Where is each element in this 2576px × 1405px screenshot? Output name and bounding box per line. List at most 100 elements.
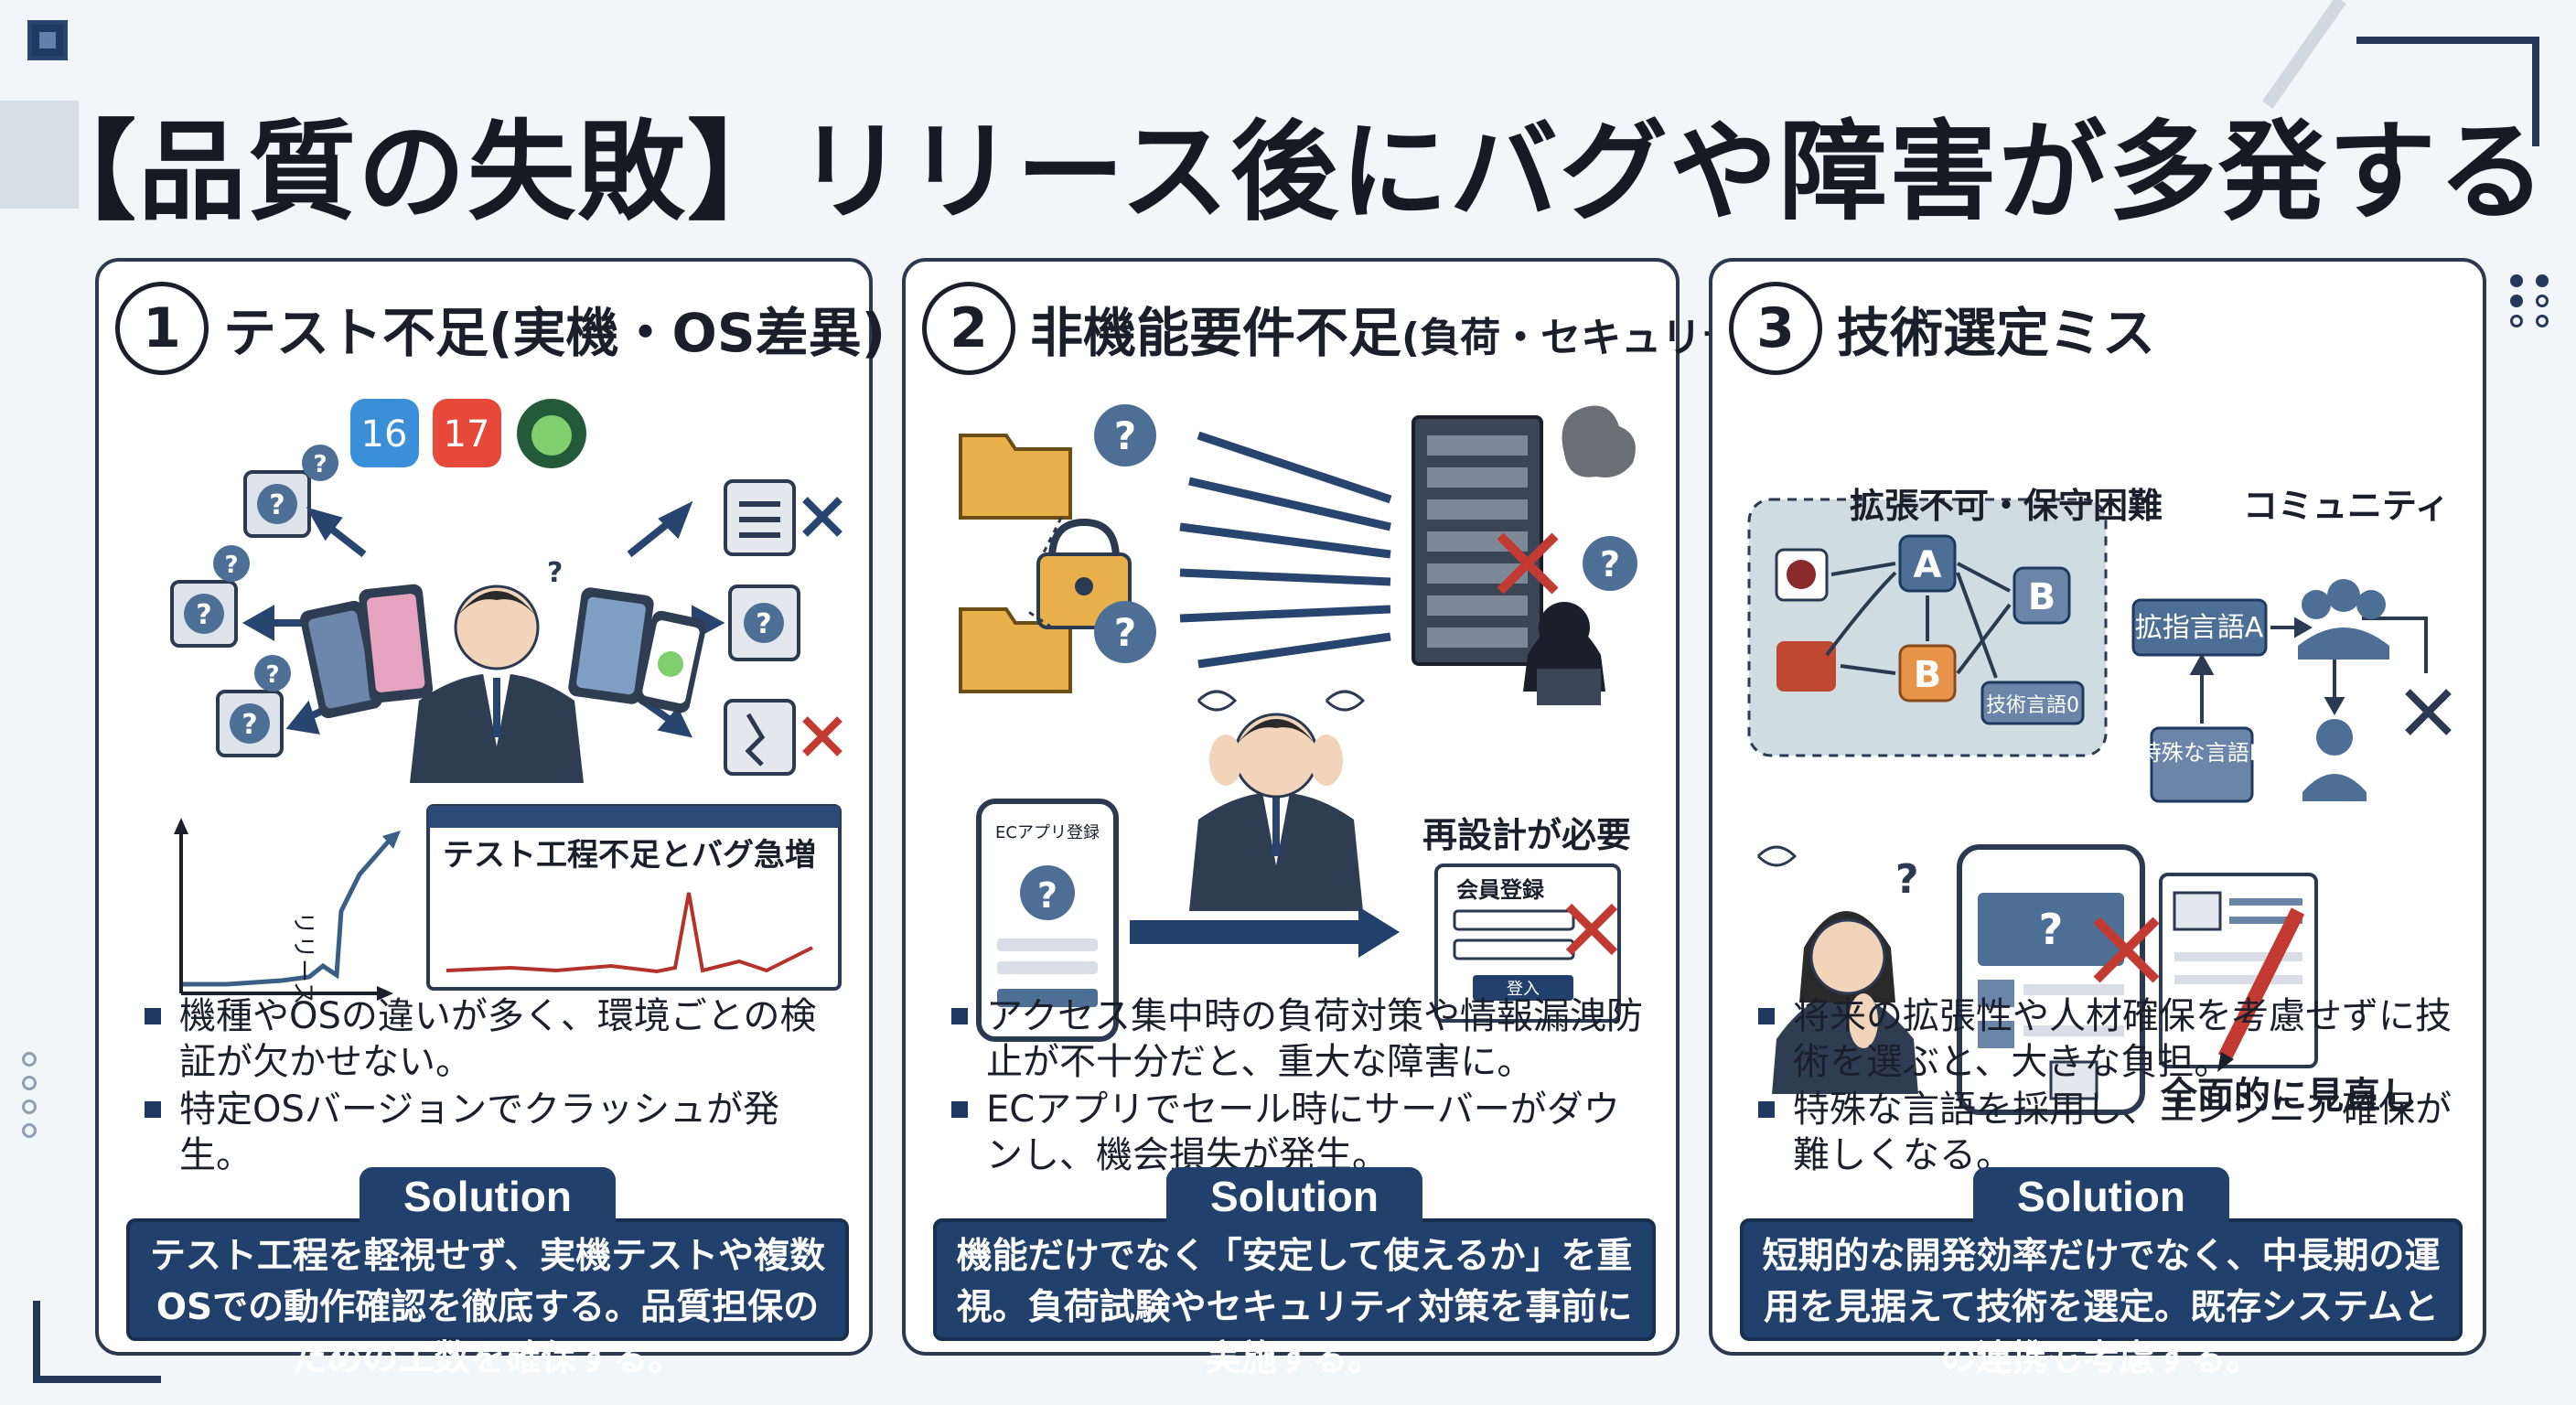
smartphone-icon: [300, 584, 706, 719]
folder-icon: [959, 434, 1072, 520]
question-doc-icon: ? ?: [243, 445, 338, 538]
broken-doc-icon: [724, 699, 796, 776]
cross-icon: [2405, 689, 2452, 735]
hacker-icon: [1523, 602, 1605, 705]
panel-number: 3: [1729, 282, 1822, 375]
svg-text:?: ?: [547, 557, 563, 589]
panel-header: 3 技術選定ミス: [1729, 282, 2155, 375]
svg-text:?: ?: [224, 552, 238, 579]
svg-text:登入: 登入: [1507, 980, 1540, 999]
list-item: 特殊な言語を採用し、エンジニア確保が難しくなる。: [1758, 1087, 2453, 1178]
svg-text:17: 17: [444, 413, 490, 456]
solution-label: Solution: [1973, 1167, 2229, 1226]
test-shortage-window: テスト工程不足とバグ急増: [426, 804, 842, 991]
server-icon: [1411, 415, 1543, 666]
question-doc-icon: ? ?: [170, 545, 250, 648]
panel-header: 2 非機能要件不足(負荷・セキュリティ): [922, 282, 1798, 375]
test-shortage-illustration: ? ? ? ? ? ? 16 17: [170, 399, 843, 1005]
list-item: 将来の拡張性や人材確保を考慮せずに技術を選ぶと、大きな負担。: [1758, 993, 2453, 1085]
solution-text: 機能だけでなく「安定して使えるか」を重視。負荷試験やセキュリティ対策を事前に実施…: [933, 1218, 1656, 1379]
svg-text:会員登録: 会員登録: [1456, 877, 1545, 903]
svg-text:テスト工程不足とバグ急増: テスト工程不足とバグ急増: [443, 837, 816, 874]
svg-text:技術言語0: 技術言語0: [1986, 694, 2079, 717]
arrow-right-icon: [1130, 906, 1400, 958]
svg-text:A: A: [1914, 544, 1942, 586]
bullet-list: アクセス集中時の負荷対策や情報漏洩防止が不十分だと、重大な障害に。 ECアプリで…: [951, 993, 1647, 1180]
svg-text:拡指言語A: 拡指言語A: [2135, 612, 2264, 644]
cross-icon: [1565, 903, 1618, 956]
community-icon: [2298, 579, 2389, 660]
panel-tech-selection: 3 技術選定ミス 拡張不可・保守困難 A B B 技術言語0: [1709, 258, 2486, 1379]
ios17-icon: 17: [433, 399, 501, 467]
svg-text:特殊な言語B: 特殊な言語B: [2140, 740, 2264, 766]
question-bubble-icon: ?: [1583, 536, 1637, 591]
solution-text: テスト工程を軽視せず、実機テストや複数OSでの動作確認を徹底する。品質担保のため…: [126, 1218, 849, 1379]
svg-text:?: ?: [242, 709, 257, 741]
corner-square-decoration: [27, 20, 68, 60]
svg-text:B: B: [1914, 654, 1942, 696]
corner-frame-decoration: [2356, 37, 2539, 146]
stressed-person-icon: [1189, 690, 1366, 911]
side-block-decoration: [0, 101, 79, 209]
svg-text:?: ?: [1037, 875, 1057, 916]
solution-box: 短期的な開発効率だけでなく、中長期の運用を見据えて技術を選定。既存システムとの連…: [1740, 1167, 2463, 1379]
redesign-label: 再設計が必要: [1422, 815, 1631, 855]
rings-decoration: [22, 1052, 37, 1138]
legacy-icon: [1776, 641, 1836, 692]
solution-box: 機能だけでなく「安定して使えるか」を重視。負荷試験やセキュリティ対策を事前に実施…: [933, 1167, 1656, 1379]
nonfunctional-illustration: ? ? ?: [959, 404, 1637, 1042]
smoke-icon: [1562, 405, 1636, 477]
member-form: 会員登録 登入: [1434, 863, 1621, 1023]
svg-text:?: ?: [1114, 413, 1136, 458]
list-item: ECアプリでセール時にサーバーがダウンし、機会損失が発生。: [951, 1087, 1647, 1178]
list-item: 特定OSバージョンでクラッシュが発生。: [145, 1087, 840, 1178]
ios16-icon: 16: [350, 399, 419, 467]
cross-icon: [2093, 917, 2160, 983]
document-icon: [724, 479, 796, 556]
svg-text:?: ?: [1600, 544, 1620, 585]
pen-icon: [2217, 907, 2305, 1072]
person-icon: ?: [410, 557, 584, 783]
question-bubble-icon: ? ?: [1094, 404, 1156, 663]
svg-text:B: B: [2028, 576, 2056, 618]
svg-text:?: ?: [1895, 856, 1919, 903]
ec-app-phone: ECアプリ登録 ?: [976, 799, 1119, 1042]
ext-lang-box: 拡指言語A: [2131, 598, 2268, 657]
panel-nonfunctional: 2 非機能要件不足(負荷・セキュリティ) ? ?: [902, 258, 1798, 1379]
svg-text:拡張不可・保守困難: 拡張不可・保守困難: [1850, 486, 2163, 526]
bug-increase-chart: リリース: [174, 818, 401, 1005]
svg-text:?: ?: [1114, 610, 1136, 655]
panel-header: 1 テスト不足(実機・OS差異): [115, 282, 886, 375]
panel-title: テスト不足(実機・OS差異): [223, 302, 886, 364]
solution-label: Solution: [360, 1167, 616, 1226]
cross-icon: [802, 497, 843, 537]
phone-review-icon: ?: [1957, 844, 2145, 1115]
solution-text: 短期的な開発効率だけでなく、中長期の運用を見据えて技術を選定。既存システムとの連…: [1740, 1218, 2463, 1379]
svg-text:?: ?: [265, 661, 279, 689]
svg-text:?: ?: [269, 489, 284, 521]
svg-text:16: 16: [361, 413, 408, 456]
svg-text:リリース: リリース: [289, 911, 317, 1005]
load-arrows-icon: [1179, 431, 1392, 669]
unmaintainable-group: 拡張不可・保守困難 A B B 技術言語0: [1747, 486, 2163, 757]
panel-title: 技術選定ミス: [1837, 302, 2156, 364]
solution-box: テスト工程を軽視せず、実機テストや複数OSでの動作確認を徹底する。品質担保のため…: [126, 1167, 849, 1379]
question-doc-icon: ? ?: [216, 655, 291, 757]
dots-decoration: [2510, 274, 2554, 327]
community-label: コミュニティ: [2243, 486, 2450, 526]
solution-label: Solution: [1166, 1167, 1422, 1226]
android-icon: [517, 399, 586, 468]
list-item: アクセス集中時の負荷対策や情報漏洩防止が不十分だと、重大な障害に。: [951, 993, 1647, 1085]
svg-text:?: ?: [756, 608, 771, 640]
svg-text:?: ?: [2039, 905, 2064, 954]
panel-title: 非機能要件不足(負荷・セキュリティ): [1030, 302, 1798, 364]
cross-icon: [1497, 532, 1559, 595]
cross-icon: [802, 716, 843, 756]
bullet-list: 機種やOSの違いが多く、環境ごとの検証が欠かせない。 特定OSバージョンでクラッ…: [145, 993, 840, 1180]
tech-selection-illustration: 拡張不可・保守困難 A B B 技術言語0 コミュニティ 拡指言語A: [1747, 486, 2452, 1117]
panel-number: 1: [115, 282, 209, 375]
panel-test-shortage: 1 テスト不足(実機・OS差異) ? ? ? ? ? ?: [95, 258, 886, 1379]
review-label: 全面的に見直し: [2160, 1075, 2417, 1117]
special-lang-box: 特殊な言語B: [2140, 726, 2264, 803]
worried-person-icon: ?: [1756, 845, 1919, 1094]
